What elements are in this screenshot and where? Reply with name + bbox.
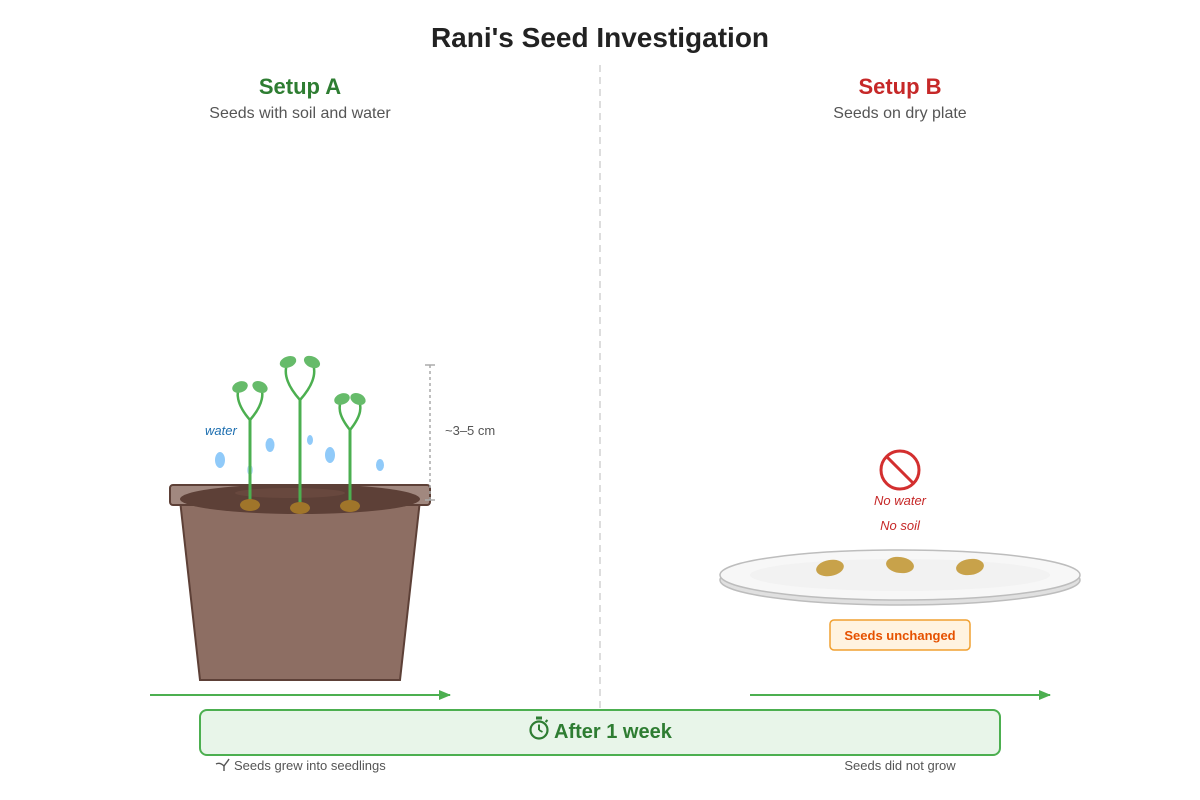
no-water-label: No water [874,493,927,508]
height-label: ~3–5 cm [445,423,495,438]
timeline-label: After 1 week [554,721,673,743]
timeline-box: After 1 week [199,709,1001,756]
dry-seeds [816,556,984,577]
seedling-1 [232,380,268,511]
stopwatch-icon [529,716,549,740]
result-setup-b: Seeds did not grow [844,758,956,773]
badge-label: Seeds unchanged [844,628,955,643]
page-title: Rani's Seed Investigation [430,22,770,53]
setup-a-subtitle: Seeds with soil and water [209,105,391,122]
setup-b-title: Setup B [858,74,942,99]
setup-a-title: Setup A [258,74,342,99]
water-label: water [205,423,237,438]
sprout-icon [215,758,230,771]
seeds-unchanged-badge: Seeds unchanged [829,619,971,651]
seedling-2 [279,355,321,514]
seedling-3 [334,392,366,512]
setup-b-subtitle: Seeds on dry plate [833,105,967,122]
height-measure [425,364,435,501]
no-symbol-icon [879,449,921,491]
no-soil-label: No soil [880,518,921,533]
result-setup-a: Seeds grew into seedlings [234,758,386,773]
